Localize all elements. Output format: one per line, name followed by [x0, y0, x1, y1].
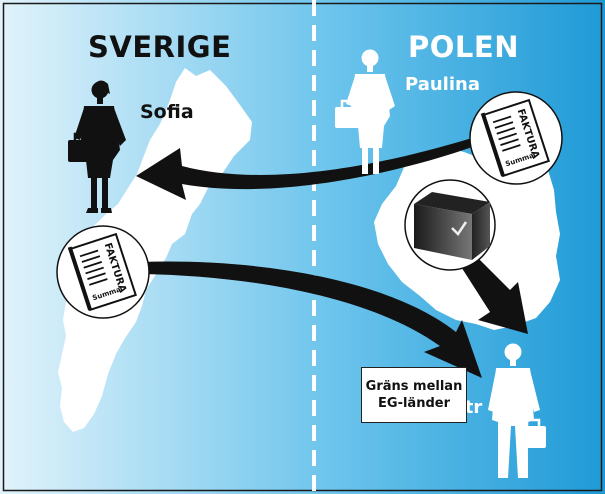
briefcase-icon [520, 418, 546, 448]
invoice-icon: FAKTURA Summa [469, 91, 563, 185]
person-label-paulina: Paulina [405, 74, 480, 95]
arrow-icon [458, 250, 528, 334]
country-label-sweden: SVERIGE [88, 30, 232, 64]
country-label-poland: POLEN [408, 30, 519, 64]
person-label-sofia: Sofia [140, 101, 194, 123]
border-note-line1: Gräns mellan [365, 379, 463, 394]
businesswoman-icon [346, 49, 395, 174]
border-note-line2: EG-länder [378, 396, 450, 411]
briefcase-icon [68, 132, 94, 162]
package-icon [404, 179, 496, 271]
businessman-icon [488, 343, 540, 478]
sweden-map [58, 68, 252, 432]
border-note-box: Gräns mellan EG-länder [361, 367, 467, 423]
arrow-icon [140, 261, 482, 378]
briefcase-icon [335, 99, 360, 128]
invoice-icon: FAKTURA Summa [56, 225, 150, 319]
arrow-icon [136, 138, 475, 200]
